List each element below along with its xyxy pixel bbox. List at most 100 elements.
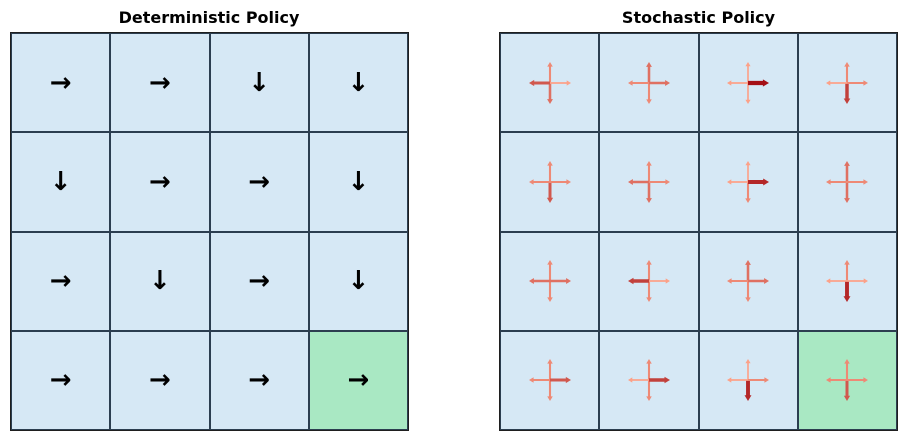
grid-cell: → — [209, 132, 309, 232]
arrowhead-right — [565, 278, 571, 285]
arrowhead-right — [863, 79, 869, 86]
arrowhead-left — [627, 178, 633, 185]
grid-cell: → — [11, 33, 111, 133]
grid-cell: → — [110, 132, 210, 232]
action-probability-arrows — [727, 260, 770, 303]
grid-cell: ↓ — [11, 132, 111, 232]
action-probability-arrows — [826, 260, 869, 303]
arrowhead-right — [764, 278, 770, 285]
grid-cell — [500, 33, 600, 133]
arrowhead-up — [745, 260, 752, 266]
deterministic-policy-title: Deterministic Policy — [118, 8, 300, 27]
arrowhead-down — [745, 297, 751, 303]
grid-cell — [500, 231, 600, 331]
grid-cell: ↓ — [308, 132, 408, 232]
grid-cell — [698, 132, 798, 232]
arrowhead-up — [546, 359, 553, 364]
grid-cell — [599, 330, 699, 430]
action-probability-arrows — [528, 160, 571, 203]
arrowhead-right — [664, 79, 670, 86]
arrowhead-left — [826, 179, 831, 185]
arrowhead-down — [646, 297, 652, 303]
arrowhead-down — [646, 396, 652, 402]
grid-cell: → — [209, 330, 309, 430]
grid-cell — [797, 132, 897, 232]
arrowhead-down — [745, 99, 751, 104]
arrowhead-right — [566, 80, 571, 86]
arrowhead-left — [727, 278, 732, 284]
grid-cell: → — [11, 231, 111, 331]
arrowhead-down — [744, 395, 752, 402]
arrowhead-left — [727, 377, 732, 383]
grid-cell — [797, 33, 897, 133]
arrowhead-left — [826, 278, 831, 284]
arrowhead-down — [745, 198, 751, 203]
arrowhead-down — [645, 197, 652, 203]
arrowhead-right — [764, 377, 770, 384]
action-probability-arrows — [727, 61, 770, 104]
arrowhead-down — [546, 197, 553, 203]
arrowhead-right — [566, 179, 571, 185]
arrowhead-left — [727, 179, 732, 185]
arrowhead-up — [844, 359, 851, 364]
arrowhead-up — [745, 61, 751, 66]
arrowhead-right — [665, 179, 670, 185]
action-probability-arrows — [627, 61, 670, 104]
arrowhead-down — [844, 197, 851, 203]
arrowhead-down — [646, 99, 652, 104]
action-probability-arrows — [826, 160, 869, 203]
arrowhead-up — [646, 260, 652, 265]
arrowhead-up — [844, 160, 851, 166]
arrowhead-left — [627, 377, 633, 383]
stochastic-policy-title: Stochastic Policy — [621, 8, 776, 27]
grid-cell: → — [110, 33, 210, 133]
action-probability-arrows — [826, 359, 869, 402]
arrowhead-up — [745, 359, 751, 364]
grid-cell: ↓ — [209, 33, 309, 133]
arrowhead-right — [863, 377, 869, 384]
arrowhead-left — [528, 377, 534, 384]
arrowhead-up — [844, 260, 851, 265]
action-probability-arrows — [627, 160, 670, 203]
arrowhead-up — [546, 61, 553, 67]
arrowhead-down — [844, 98, 851, 104]
action-probability-arrows — [528, 260, 571, 303]
grid-cell — [500, 132, 600, 232]
arrowhead-left — [627, 277, 634, 285]
action-probability-arrows — [826, 61, 869, 104]
grid-cell — [698, 231, 798, 331]
stochastic-policy-grid — [499, 32, 898, 431]
arrowhead-down — [844, 396, 851, 402]
arrowhead-up — [745, 160, 751, 166]
arrowhead-left — [528, 278, 534, 285]
grid-cell — [599, 33, 699, 133]
grid-cell: → — [209, 231, 309, 331]
arrowhead-right — [665, 278, 670, 284]
arrowhead-right — [864, 278, 869, 284]
arrowhead-up — [646, 160, 652, 166]
arrowhead-left — [727, 80, 732, 86]
arrowhead-up — [646, 359, 652, 364]
grid-cell — [797, 231, 897, 331]
action-probability-arrows — [627, 359, 670, 402]
arrowhead-down — [546, 396, 553, 402]
arrowhead-left — [826, 80, 831, 86]
arrowhead-left — [826, 377, 831, 384]
grid-cell: ↓ — [308, 33, 408, 133]
grid-cell — [599, 231, 699, 331]
arrowhead-right — [763, 178, 770, 186]
arrowhead-left — [627, 79, 633, 86]
action-probability-arrows — [627, 260, 670, 303]
grid-cell: ↓ — [308, 231, 408, 331]
grid-cell: → — [308, 330, 408, 430]
action-probability-arrows — [727, 359, 770, 402]
grid-cell: → — [110, 330, 210, 430]
grid-cell — [698, 330, 798, 430]
arrowhead-right — [664, 377, 670, 384]
deterministic-policy-grid: →→↓↓↓→→↓→↓→↓→→→→ — [10, 32, 409, 431]
action-probability-arrows — [528, 61, 571, 104]
grid-cell: ↓ — [110, 231, 210, 331]
grid-cell: → — [11, 330, 111, 430]
arrowhead-up — [844, 61, 851, 67]
arrowhead-right — [863, 179, 869, 185]
